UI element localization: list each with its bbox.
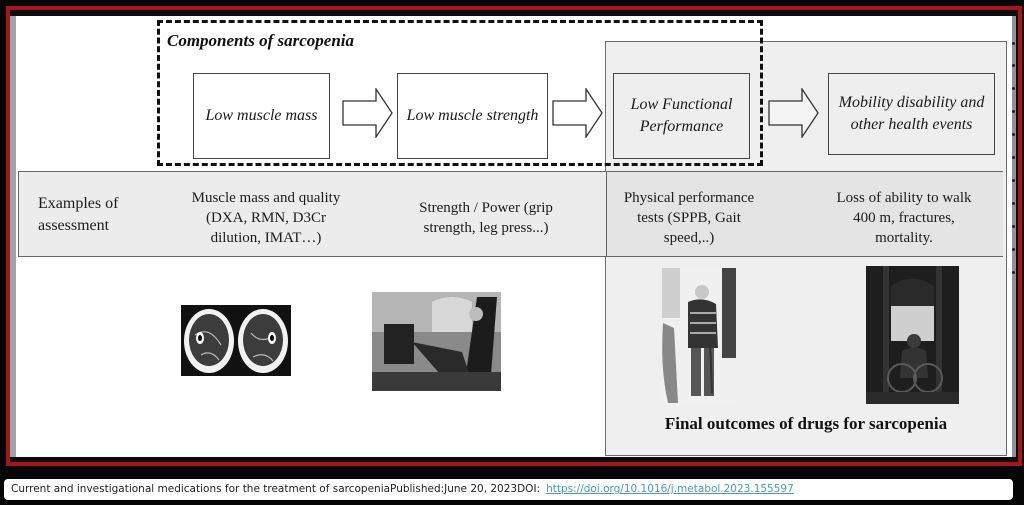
node-label: Low muscle mass [205, 107, 318, 124]
components-dashed-box [157, 20, 763, 166]
node-label: Low muscle strength [406, 107, 539, 124]
right-scroll-strip [1012, 16, 1016, 457]
final-outcomes-label: Final outcomes of drugs for sarcopenia [664, 414, 948, 433]
mri-thigh-image [181, 305, 291, 376]
assessment-loss-of-ability: Loss of ability to walk 400 m, fractures… [824, 186, 984, 250]
assessment-text: Muscle mass and quality (DXA, RMN, D3Cr … [191, 190, 341, 246]
figure-canvas: Components of sarcopenia Low muscle mass… [16, 16, 1012, 457]
doi-link[interactable]: https://doi.org/10.1016/j.metabol.2023.1… [546, 483, 794, 495]
assessment-band-shaded [606, 172, 1003, 256]
wheelchair-image [866, 266, 959, 404]
assessment-strength: Strength / Power (grip strength, leg pre… [401, 186, 571, 250]
citation-text: Current and investigational medications … [11, 483, 541, 495]
assessment-muscle-mass: Muscle mass and quality (DXA, RMN, D3Cr … [181, 186, 351, 250]
assessment-text: Physical performance tests (SPPB, Gait s… [623, 190, 755, 246]
assessment-row-label: Examples of assessment [38, 195, 119, 234]
arrow-right-icon [552, 88, 603, 138]
node-mobility-disability: Mobility disability and other health eve… [828, 73, 995, 155]
left-scroll-strip [10, 16, 16, 457]
node-label: Mobility disability and other health eve… [838, 94, 985, 133]
assessment-text: Loss of ability to walk 400 m, fractures… [836, 190, 972, 246]
node-low-muscle-mass: Low muscle mass [193, 73, 330, 159]
leg-press-image [372, 292, 501, 391]
node-low-functional-performance: Low Functional Performance [613, 73, 750, 159]
node-label: Low Functional Performance [630, 96, 733, 135]
arrow-right-icon [768, 88, 819, 138]
assessment-band [18, 171, 1003, 257]
citation-caption: Current and investigational medications … [4, 479, 1013, 500]
assessment-text: Strength / Power (grip strength, leg pre… [419, 200, 553, 236]
arrow-right-icon [342, 88, 393, 138]
assessment-physical-performance: Physical performance tests (SPPB, Gait s… [614, 186, 764, 250]
node-low-muscle-strength: Low muscle strength [397, 73, 548, 159]
elderly-man-cane-image [660, 268, 737, 405]
components-title: Components of sarcopenia [167, 31, 355, 50]
